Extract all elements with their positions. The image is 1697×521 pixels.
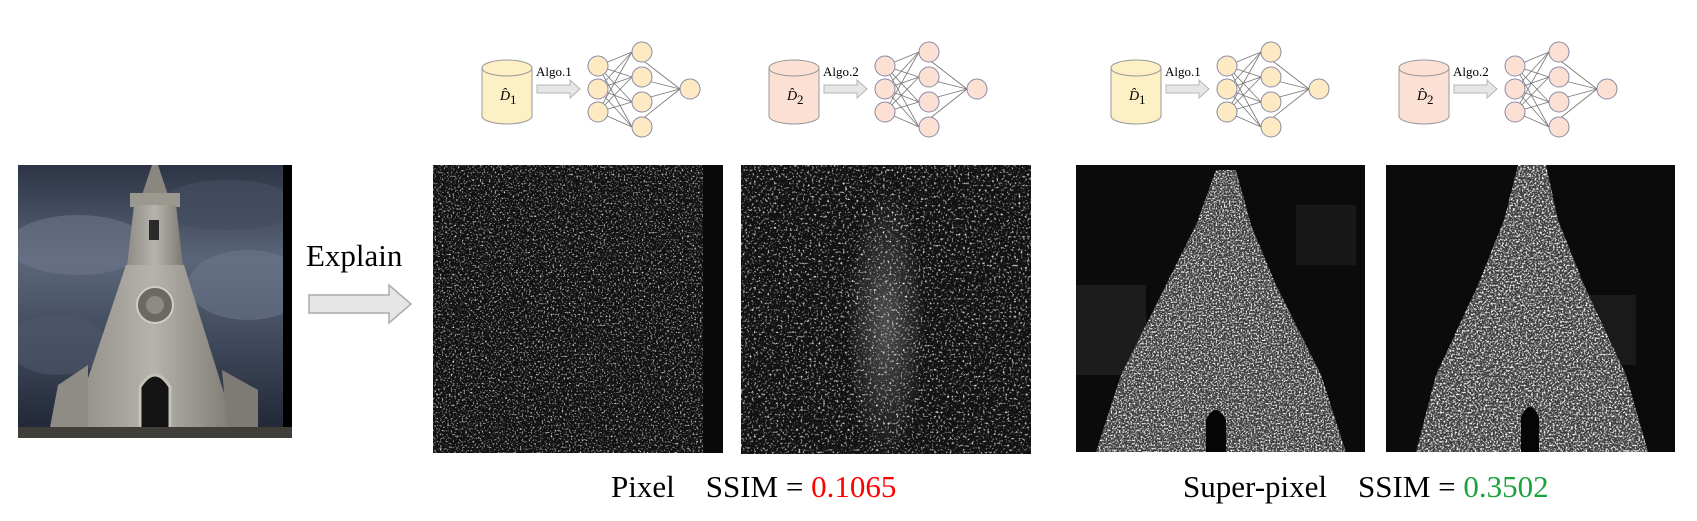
ssim-value: 0.1065: [811, 469, 897, 504]
database-icon: [1110, 59, 1162, 125]
explain-label: Explain: [306, 238, 403, 273]
neural-network-icon: [587, 41, 701, 138]
saliency-superpixel-algo2: [1386, 165, 1675, 452]
saliency-pixel-algo2: [741, 165, 1031, 454]
caption-superpixel: Super-pixel SSIM = 0.3502: [1183, 469, 1549, 505]
arrow-icon: [1453, 78, 1498, 100]
pipeline-3: D̂ 1 Algo.1: [1110, 41, 1330, 138]
neural-network-icon: [1504, 41, 1618, 138]
caption-pixel: Pixel SSIM = 0.1065: [611, 469, 896, 505]
db-subscript: 1: [1139, 92, 1146, 107]
database-icon: [481, 59, 533, 125]
db-subscript: 2: [1427, 92, 1434, 107]
algo-label: Algo.1: [536, 64, 572, 79]
caption-metric: SSIM =: [1358, 469, 1456, 504]
pipeline-2: D̂ 2 Algo.2: [768, 41, 988, 138]
neural-network-icon: [1216, 41, 1330, 138]
ssim-value: 0.3502: [1463, 469, 1549, 504]
algo-label: Algo.2: [1453, 64, 1489, 79]
pipeline-4: D̂ 2 Algo.2: [1398, 41, 1618, 138]
db-label: D̂: [1416, 88, 1427, 104]
pipeline-1: D̂ 1 Algo.1: [481, 41, 701, 138]
saliency-pixel-algo1: [433, 165, 723, 453]
db-label: D̂: [1128, 88, 1139, 104]
saliency-superpixel-algo1: [1076, 165, 1365, 452]
database-icon: [768, 59, 820, 125]
caption-metric: SSIM =: [705, 469, 804, 504]
explain-arrow-icon: [308, 283, 413, 325]
db-label: D̂: [499, 88, 510, 104]
arrow-icon: [1165, 78, 1210, 100]
input-image: [18, 165, 292, 438]
db-subscript: 1: [510, 92, 517, 107]
neural-network-icon: [874, 41, 988, 138]
database-icon: [1398, 59, 1450, 125]
arrow-icon: [823, 78, 868, 100]
db-label: D̂: [786, 88, 797, 104]
caption-label: Pixel: [611, 469, 675, 504]
db-subscript: 2: [797, 92, 804, 107]
algo-label: Algo.1: [1165, 64, 1201, 79]
caption-label: Super-pixel: [1183, 469, 1328, 504]
algo-label: Algo.2: [823, 64, 859, 79]
arrow-icon: [536, 78, 581, 100]
